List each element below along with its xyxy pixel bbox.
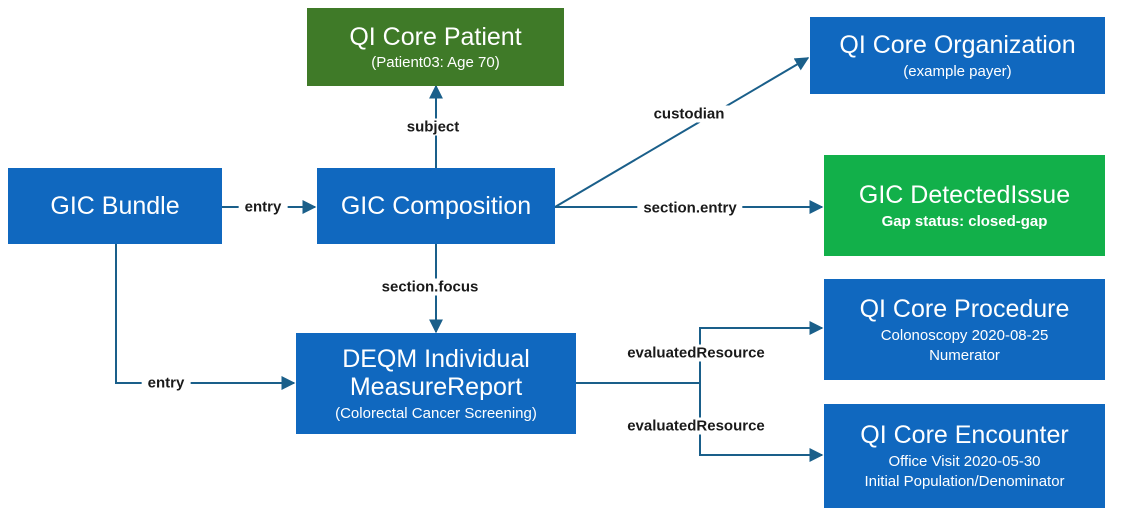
- gic-detected-issue-node: GIC DetectedIssue Gap status: closed-gap: [824, 155, 1105, 256]
- entry-composition-label: entry: [238, 198, 288, 216]
- edge-evaluated-encounter: [699, 383, 824, 462]
- section-entry-label: section.entry: [637, 199, 743, 217]
- composition-title: GIC Composition: [340, 191, 532, 220]
- entry-report-label: entry: [141, 374, 191, 392]
- encounter-subtitle-1: Office Visit 2020-05-30: [888, 453, 1041, 471]
- procedure-subtitle-2: Numerator: [929, 346, 1000, 364]
- gic-bundle-node: GIC Bundle: [8, 168, 222, 244]
- edge-entry-report: [115, 244, 296, 390]
- gic-composition-node: GIC Composition: [317, 168, 555, 244]
- evaluated-resource-encounter-label: evaluatedResource: [621, 417, 771, 435]
- procedure-title: QI Core Procedure: [859, 294, 1070, 323]
- measure-report-subtitle: (Colorectal Cancer Screening): [335, 405, 537, 423]
- measure-report-node: DEQM Individual MeasureReport (Colorecta…: [296, 333, 576, 434]
- qi-core-organization-node: QI Core Organization (example payer): [810, 17, 1105, 94]
- subject-label: subject: [400, 118, 466, 136]
- bundle-title: GIC Bundle: [50, 191, 180, 220]
- organization-title: QI Core Organization: [839, 31, 1076, 59]
- detected-issue-subtitle: Gap status: closed-gap: [881, 213, 1048, 231]
- edge-custodian: [554, 57, 810, 208]
- evaluated-resource-procedure-label: evaluatedResource: [621, 344, 771, 362]
- edge-evaluated-procedure: [699, 321, 824, 383]
- custodian-label: custodian: [647, 105, 731, 123]
- section-focus-label: section.focus: [375, 278, 485, 296]
- patient-subtitle: (Patient03: Age 70): [371, 54, 500, 72]
- measure-report-title-line1: DEQM Individual: [342, 344, 530, 373]
- encounter-subtitle-2: Initial Population/Denominator: [864, 473, 1065, 491]
- measure-report-title-line2: MeasureReport: [349, 373, 523, 402]
- patient-title: QI Core Patient: [349, 22, 522, 51]
- detected-issue-title: GIC DetectedIssue: [858, 180, 1071, 209]
- encounter-title: QI Core Encounter: [860, 421, 1069, 450]
- qi-core-patient-node: QI Core Patient (Patient03: Age 70): [307, 8, 564, 86]
- organization-subtitle: (example payer): [903, 62, 1012, 80]
- procedure-subtitle-1: Colonoscopy 2020-08-25: [880, 326, 1049, 344]
- qi-core-procedure-node: QI Core Procedure Colonoscopy 2020-08-25…: [824, 279, 1105, 380]
- qi-core-encounter-node: QI Core Encounter Office Visit 2020-05-3…: [824, 404, 1105, 508]
